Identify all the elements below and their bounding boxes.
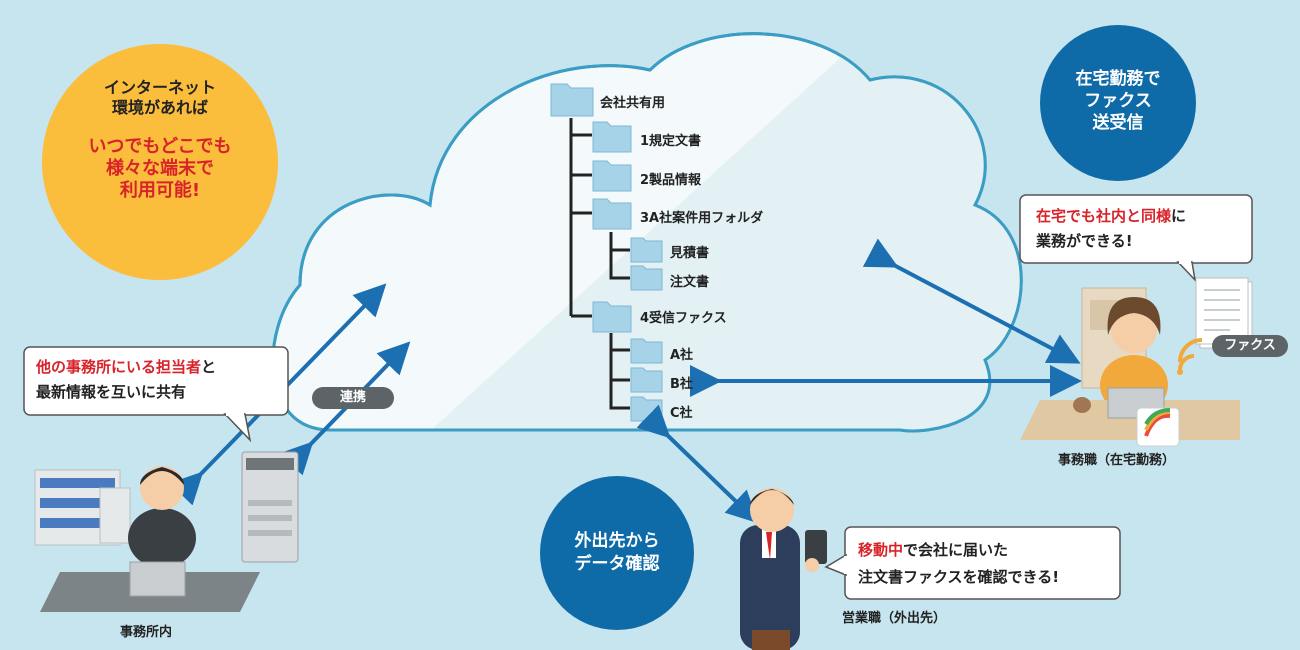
folder-4a: A社 (670, 348, 694, 363)
homework-bubble (1040, 25, 1196, 181)
sales-worker-body (740, 525, 800, 650)
home-scene (1020, 277, 1253, 447)
folder-4b: B社 (670, 377, 693, 392)
home-callout-highlight: 在宅でも社内と同様 (1036, 207, 1172, 225)
internet-bubble (42, 44, 278, 280)
mobile-callout-highlight: 移動中 (858, 541, 904, 559)
mobile-callout-rest: で会社に届いた (903, 541, 1009, 559)
folder-4c: C社 (670, 406, 693, 421)
homework-line2: ファクス (1084, 91, 1152, 111)
office-callout-rest: と (201, 358, 217, 376)
internet-line2: 環境があれば (111, 98, 208, 117)
outside-line1: 外出先から (574, 531, 660, 551)
folder-tree-lines (569, 118, 630, 410)
office-callout-text: 他の事務所にいる担当者と 最新情報を互いに共有 (36, 355, 216, 405)
folder-icons (550, 83, 663, 422)
home-callout-line2: 業務ができる! (1036, 232, 1133, 250)
internet-line3: いつでもどこでも (88, 136, 232, 157)
internet-line4: 様々な端末で (106, 158, 214, 179)
folder-icon (592, 121, 632, 153)
sales-scene (740, 488, 827, 650)
outside-line2: データ確認 (574, 554, 660, 574)
office-callout-highlight: 他の事務所にいる担当者 (36, 358, 202, 376)
internet-line5: 利用可能! (119, 180, 201, 201)
folder-icon (550, 83, 594, 117)
home-label: 事務職（在宅勤務） (1058, 453, 1176, 468)
folder-icon (630, 367, 663, 393)
mobile-callout-text: 移動中で会社に届いた 注文書ファクスを確認できる! (858, 537, 1059, 591)
folder-4: 4受信ファクス (640, 311, 727, 326)
briefcase (752, 630, 790, 650)
office-worker-head (140, 466, 184, 510)
folder-3b: 注文書 (670, 275, 710, 290)
fax-tag: ファクス (1212, 335, 1288, 357)
link-tag: 連携 (312, 387, 394, 409)
folder-root: 会社共有用 (600, 96, 666, 111)
office-callout-box (23, 346, 289, 443)
folder-icon (592, 198, 632, 230)
office-worker-body (128, 508, 196, 568)
office-callout-line2: 最新情報を互いに共有 (36, 383, 187, 401)
folder-icon (630, 237, 663, 263)
folder-icon (592, 301, 632, 333)
folder-icon (630, 338, 663, 364)
sales-label: 営業職（外出先） (842, 611, 947, 626)
coffee-cup (1073, 397, 1091, 413)
smartphone (805, 530, 827, 564)
folder-1: 1規定文書 (640, 134, 702, 149)
office-scene (34, 451, 299, 612)
folder-icon (592, 160, 632, 192)
arrow-home-cloud (862, 238, 1081, 364)
office-laptop (129, 561, 186, 597)
home-callout-text: 在宅でも社内と同様に 業務ができる! (1036, 204, 1186, 254)
mobile-callout-line2: 注文書ファクスを確認できる! (858, 568, 1060, 586)
office-label: 事務所内 (120, 625, 173, 640)
homework-bubble-text: 在宅勤務で ファクス 送受信 (1048, 68, 1188, 134)
homework-line1: 在宅勤務で (1075, 69, 1161, 89)
folder-icon (630, 265, 663, 291)
home-callout-rest: に (1171, 207, 1187, 225)
home-callout-box (1019, 194, 1253, 283)
folder-2: 2製品情報 (640, 173, 702, 188)
homework-line3: 送受信 (1092, 113, 1144, 133)
wifi-icon (1178, 338, 1203, 371)
folder-icon (630, 396, 663, 422)
internet-line1: インターネット (103, 78, 216, 97)
sales-worker-head (750, 488, 794, 532)
arrow-cloud-sales (636, 404, 759, 524)
home-worker-head (1111, 307, 1157, 353)
mobile-callout-box (824, 526, 1121, 600)
internet-bubble-text: インターネット 環境があれば いつでもどこでも 様々な端末で 利用可能! (60, 78, 260, 202)
folder-3a: 見積書 (670, 246, 710, 261)
folder-3: 3A社案件用フォルダ (640, 211, 764, 226)
outside-bubble-text: 外出先から データ確認 (547, 530, 687, 576)
